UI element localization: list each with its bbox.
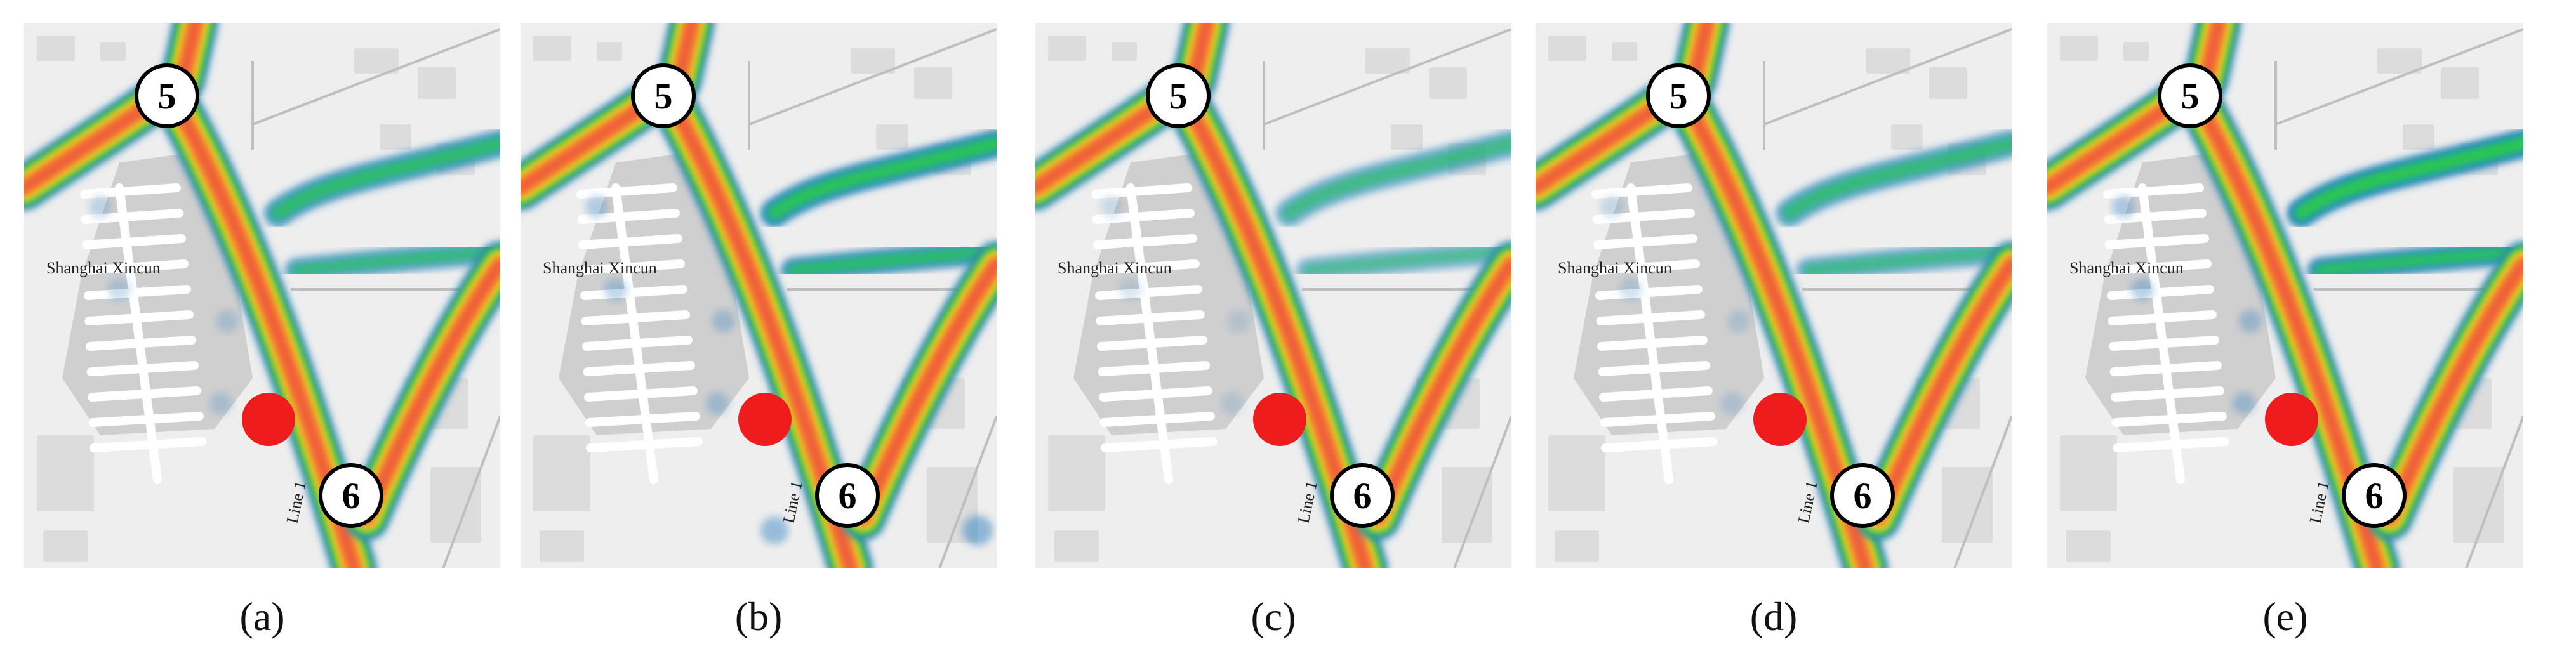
residential-alleys <box>80 183 206 484</box>
place-label: Shanghai Xincun <box>543 259 657 277</box>
station-badge-5: 5 <box>1146 63 1211 128</box>
location-marker <box>1253 393 1306 446</box>
panel-caption: (c) <box>1251 594 1296 639</box>
station-badge-6-number: 6 <box>839 475 857 516</box>
station-badge-6: 6 <box>319 463 383 528</box>
station-badge-5: 5 <box>631 63 696 128</box>
residential-alleys <box>1091 183 1218 484</box>
heat-side-branches <box>1600 129 2012 415</box>
place-label: Shanghai Xincun <box>1058 259 1172 277</box>
station-badge-6-number: 6 <box>2365 475 2384 516</box>
residential-alleys <box>2103 183 2229 484</box>
residential-alleys <box>1591 183 1718 484</box>
station-badge-6: 6 <box>1330 463 1395 528</box>
panel-caption: (d) <box>1749 594 1798 639</box>
place-label: Shanghai Xincun <box>46 259 161 277</box>
location-marker <box>738 393 792 446</box>
station-badge-5-number: 5 <box>2181 75 2200 117</box>
station-badge-6-number: 6 <box>1854 475 1872 516</box>
station-badge-5: 5 <box>1646 63 1711 128</box>
station-badge-5-number: 5 <box>158 75 176 117</box>
station-badge-6: 6 <box>2342 463 2407 528</box>
residential-alleys <box>576 183 703 484</box>
place-label: Shanghai Xincun <box>1558 259 1672 277</box>
panel-caption: (b) <box>734 594 783 639</box>
heat-side-branches <box>2112 129 2523 415</box>
heat-main-corridors <box>521 23 997 568</box>
station-badge-6: 6 <box>1830 463 1895 528</box>
station-badge-5-number: 5 <box>654 75 673 117</box>
panel-caption: (a) <box>239 594 285 639</box>
location-marker <box>242 393 295 446</box>
station-badge-6: 6 <box>815 463 880 528</box>
location-marker <box>2265 393 2318 446</box>
heat-side-branches <box>1100 129 1511 415</box>
place-label: Shanghai Xincun <box>2069 259 2184 277</box>
station-badge-6-number: 6 <box>342 475 361 516</box>
panel-caption: (e) <box>2262 594 2308 639</box>
location-marker <box>1753 393 1807 446</box>
station-badge-5: 5 <box>135 63 199 128</box>
station-badge-5: 5 <box>2158 63 2222 128</box>
station-badge-5-number: 5 <box>1670 75 1688 117</box>
station-badge-5-number: 5 <box>1169 75 1188 117</box>
station-badge-6-number: 6 <box>1353 475 1372 516</box>
